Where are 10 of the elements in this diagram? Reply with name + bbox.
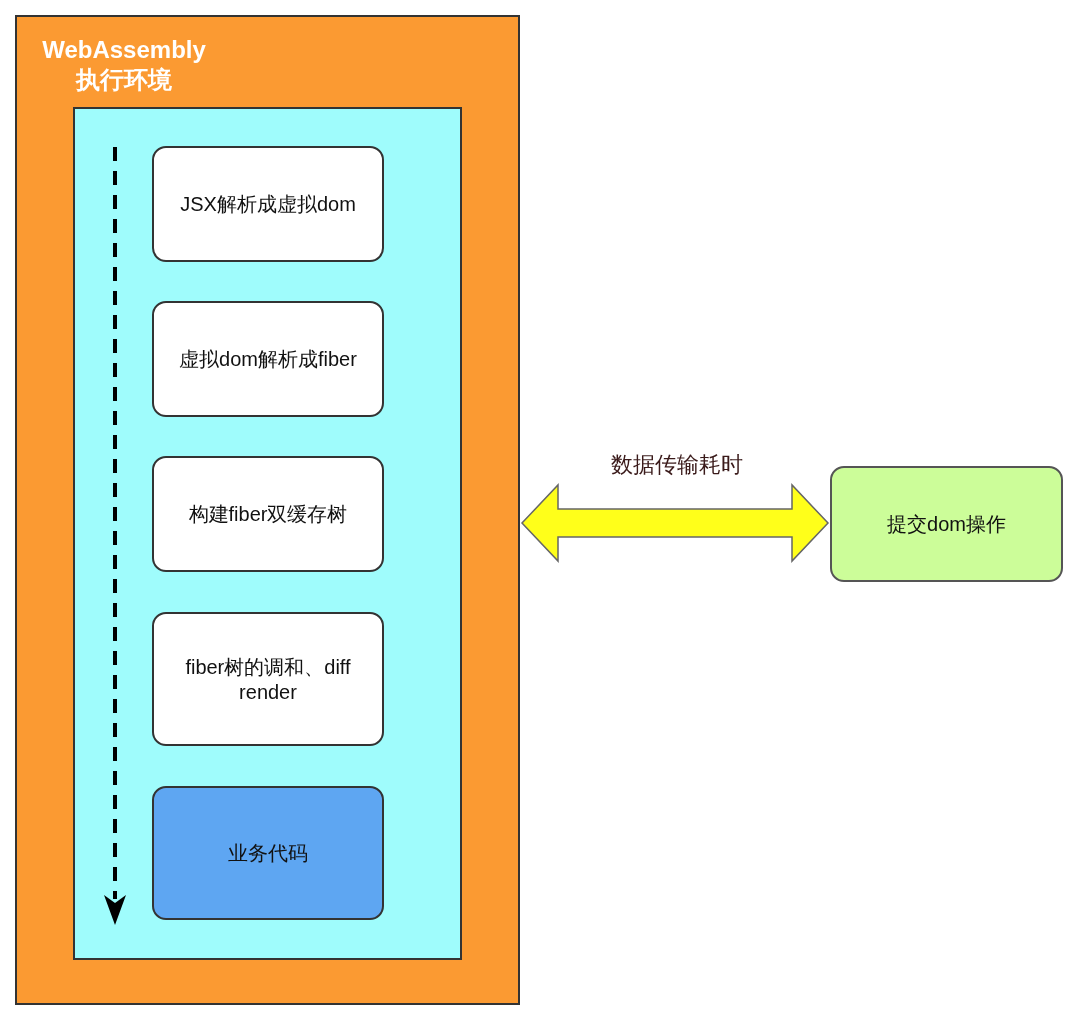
process-box: JSX解析成虚拟dom xyxy=(152,146,384,262)
environment-box xyxy=(15,15,520,1005)
process-box: 虚拟dom解析成fiber xyxy=(152,301,384,417)
process-box: 业务代码 xyxy=(152,786,384,920)
process-box: 提交dom操作 xyxy=(830,466,1063,582)
double-arrow xyxy=(520,483,830,563)
process-box: fiber树的调和、diff render xyxy=(152,612,384,746)
container-box xyxy=(73,107,462,960)
box-title: WebAssembly 执行环境 xyxy=(41,35,207,95)
process-box: 构建fiber双缓存树 xyxy=(152,456,384,572)
